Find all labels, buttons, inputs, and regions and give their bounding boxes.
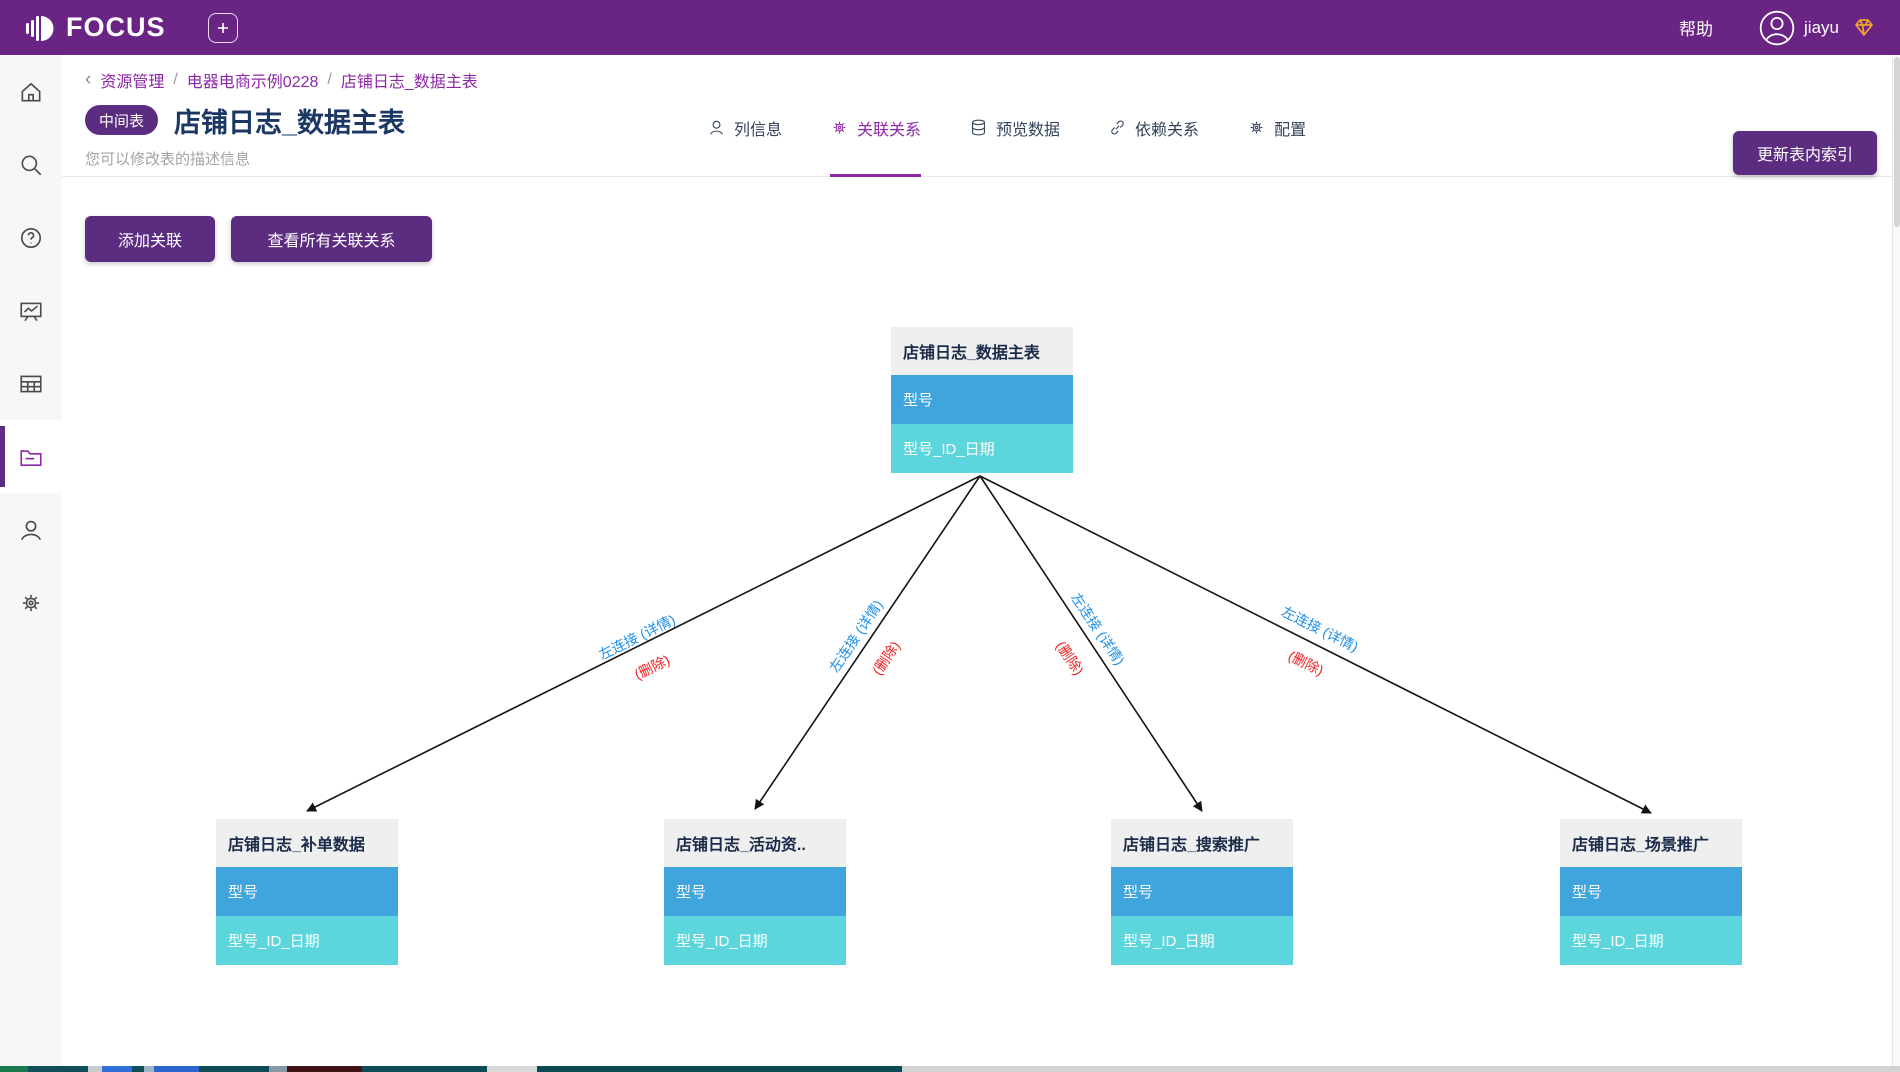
- tab-label: 列信息: [734, 121, 783, 139]
- topbar-right: 帮助 jiayu: [1679, 10, 1876, 46]
- main-content: ‹ 资源管理 / 电器电商示例0228 / 店铺日志_数据主表 中间表 店铺日志…: [62, 55, 1900, 1066]
- plus-icon: [217, 22, 228, 33]
- page-title: 店铺日志_数据主表: [174, 108, 406, 138]
- tab-column-info[interactable]: 列信息: [707, 55, 782, 177]
- link-icon: [1111, 120, 1124, 135]
- edge-delete-label[interactable]: (删除): [631, 651, 673, 683]
- edge-join-label[interactable]: 左连接 (详情): [1279, 603, 1361, 655]
- topbar: FOCUS 帮助 jiayu: [0, 0, 1900, 55]
- page-description: 您可以修改表的描述信息: [85, 151, 251, 168]
- tab-settings[interactable]: 配置: [1247, 55, 1306, 177]
- edge-delete-label[interactable]: (删除): [1285, 647, 1327, 679]
- tab-label: 配置: [1274, 121, 1307, 139]
- user-icon: [710, 120, 723, 135]
- sidebar-item-home[interactable]: [0, 55, 62, 128]
- table-node-column: 型号_ID_日期: [664, 916, 846, 965]
- gear-icon: [1250, 121, 1263, 134]
- new-tab-button[interactable]: [207, 12, 238, 43]
- question-circle-icon: [20, 227, 42, 248]
- table-type-badge: 中间表: [85, 105, 159, 135]
- table-node-column: 型号: [664, 867, 846, 916]
- sidebar-item-user[interactable]: [0, 493, 62, 566]
- table-node-column: 型号: [1560, 867, 1742, 916]
- table-node-title: 店铺日志_搜索推广: [1111, 819, 1293, 867]
- edge-delete-label[interactable]: (删除): [868, 638, 904, 678]
- tab-bar: 列信息 关联关系 预览数据: [707, 55, 1306, 177]
- back-chevron-icon[interactable]: ‹: [85, 69, 92, 90]
- sidebar-item-search[interactable]: [0, 128, 62, 201]
- sidebar-item-data-table[interactable]: [0, 347, 62, 420]
- brand-logo[interactable]: FOCUS: [24, 12, 166, 44]
- view-all-relations-button[interactable]: 查看所有关联关系: [231, 216, 432, 262]
- help-link[interactable]: 帮助: [1679, 20, 1714, 39]
- sidebar-item-help[interactable]: [0, 201, 62, 274]
- tab-label: 依赖关系: [1135, 121, 1200, 139]
- table-node-related-1[interactable]: 店铺日志_补单数据 型号 型号_ID_日期: [216, 819, 398, 965]
- tab-label: 关联关系: [857, 121, 922, 139]
- breadcrumb-separator: /: [327, 71, 332, 88]
- breadcrumb-link-project[interactable]: 电器电商示例0228: [186, 74, 319, 91]
- sidebar-item-resources[interactable]: [0, 420, 62, 493]
- table-node-column: 型号_ID_日期: [891, 424, 1073, 473]
- table-node-column: 型号_ID_日期: [216, 916, 398, 965]
- page-header: ‹ 资源管理 / 电器电商示例0228 / 店铺日志_数据主表 中间表 店铺日志…: [62, 55, 1900, 177]
- tab-relations[interactable]: 关联关系: [830, 55, 922, 177]
- vertical-scrollbar[interactable]: [1892, 55, 1900, 1066]
- breadcrumb-link-current[interactable]: 店铺日志_数据主表: [340, 74, 478, 91]
- folder-icon: [20, 449, 42, 466]
- update-index-button[interactable]: 更新表内索引: [1733, 131, 1877, 175]
- home-icon: [21, 82, 41, 101]
- sidebar-item-settings[interactable]: [0, 566, 62, 639]
- gem-icon: [1855, 18, 1873, 36]
- gear-icon: [833, 121, 846, 134]
- database-icon: [972, 119, 986, 136]
- focus-logo-icon: [26, 15, 54, 41]
- breadcrumb-separator: /: [173, 71, 178, 88]
- table-node-title: 店铺日志_数据主表: [891, 327, 1073, 375]
- sidebar-item-dashboard[interactable]: [0, 274, 62, 347]
- table-node-related-4[interactable]: 店铺日志_场景推广 型号 型号_ID_日期: [1560, 819, 1742, 965]
- breadcrumb: ‹ 资源管理 / 电器电商示例0228 / 店铺日志_数据主表: [85, 68, 478, 92]
- scrollbar-thumb[interactable]: [1894, 57, 1900, 227]
- tab-dependencies[interactable]: 依赖关系: [1108, 55, 1199, 177]
- table-node-column: 型号: [216, 867, 398, 916]
- user-icon: [21, 520, 41, 540]
- table-node-main[interactable]: 店铺日志_数据主表 型号 型号_ID_日期: [891, 327, 1073, 473]
- table-node-column: 型号: [1111, 867, 1293, 916]
- table-node-column: 型号_ID_日期: [1111, 916, 1293, 965]
- brand-name: FOCUS: [66, 12, 166, 42]
- gear-icon: [22, 594, 40, 611]
- tab-label: 预览数据: [996, 121, 1061, 139]
- edge-delete-label[interactable]: (删除): [1052, 638, 1088, 678]
- table-node-column: 型号_ID_日期: [1560, 916, 1742, 965]
- search-icon: [21, 155, 42, 175]
- presentation-chart-icon: [20, 302, 42, 321]
- table-node-related-3[interactable]: 店铺日志_搜索推广 型号 型号_ID_日期: [1111, 819, 1293, 965]
- breadcrumb-link-resources[interactable]: 资源管理: [100, 74, 165, 91]
- username: jiayu: [1804, 17, 1839, 37]
- table-node-title: 店铺日志_补单数据: [216, 819, 398, 867]
- tab-preview-data[interactable]: 预览数据: [969, 55, 1060, 177]
- table-node-related-2[interactable]: 店铺日志_活动资.. 型号 型号_ID_日期: [664, 819, 846, 965]
- table-node-title: 店铺日志_场景推广: [1560, 819, 1742, 867]
- table-node-title: 店铺日志_活动资..: [664, 819, 846, 867]
- sidebar: [0, 55, 62, 1066]
- avatar-icon: [1759, 10, 1795, 45]
- taskbar-sliver: [0, 1066, 1900, 1072]
- table-node-column: 型号: [891, 375, 1073, 424]
- add-relation-button[interactable]: 添加关联: [85, 216, 215, 262]
- table-icon: [20, 375, 42, 392]
- user-menu[interactable]: jiayu: [1759, 10, 1876, 46]
